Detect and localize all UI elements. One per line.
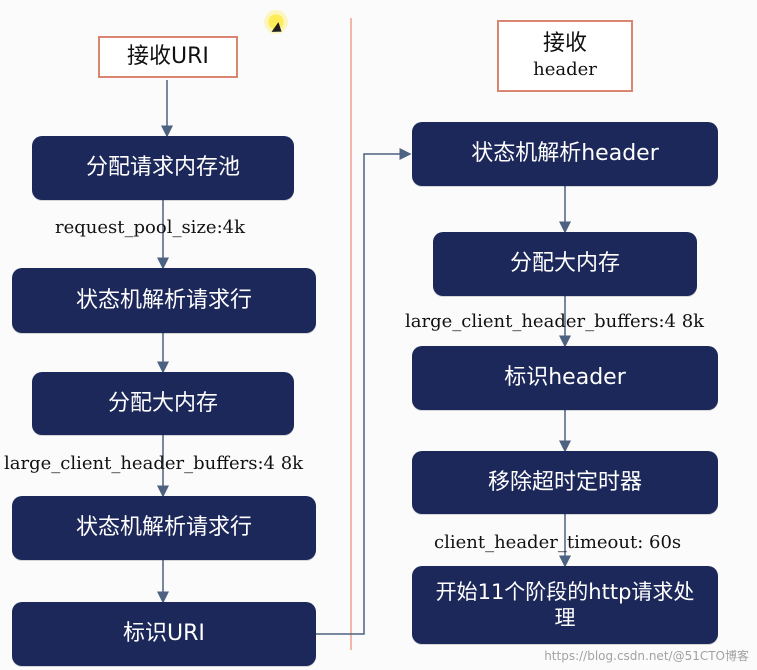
left-step-4-label: 状态机解析请求行 — [75, 515, 252, 541]
right-step-4-label: 移除超时定时器 — [487, 469, 642, 495]
right-header-box: 接收 header — [497, 20, 633, 92]
right-annotation-2: client_header_timeout: 60s — [434, 534, 681, 552]
cross-arrow — [316, 148, 412, 635]
right-step-4: 移除超时定时器 — [412, 451, 718, 514]
watermark: https://blog.csdn.net/@51CTO博客 — [544, 647, 749, 664]
center-divider — [350, 18, 352, 650]
left-header-label: 接收URI — [127, 43, 209, 69]
right-step-1-label: 状态机解析header — [471, 141, 659, 167]
left-step-2-label: 状态机解析请求行 — [75, 287, 252, 313]
right-step-2: 分配大内存 — [433, 232, 697, 296]
right-header-sublabel: header — [533, 59, 597, 81]
right-annotation-1-text: large_client_header_buffers:4 8k — [405, 311, 705, 332]
watermark-text: https://blog.csdn.net/@51CTO博客 — [544, 649, 749, 663]
left-annotation-2-text: large_client_header_buffers:4 8k — [4, 453, 304, 474]
left-step-2: 状态机解析请求行 — [12, 268, 316, 333]
right-annotation-1: large_client_header_buffers:4 8k — [405, 313, 704, 331]
left-step-3-label: 分配大内存 — [107, 390, 218, 416]
left-annotation-1-text: request_pool_size:4k — [55, 217, 246, 238]
right-step-1: 状态机解析header — [412, 122, 718, 186]
right-step-3: 标识header — [412, 346, 718, 410]
left-header-box: 接收URI — [98, 36, 238, 78]
left-step-1-label: 分配请求内存池 — [85, 155, 240, 181]
left-annotation-2: large_client_header_buffers:4 8k — [4, 455, 303, 473]
cursor-highlight — [264, 10, 288, 34]
right-annotation-2-text: client_header_timeout: 60s — [434, 532, 682, 553]
right-header-label: 接收 — [542, 31, 587, 56]
left-step-5: 标识URI — [12, 602, 316, 666]
left-step-5-label: 标识URI — [123, 621, 205, 647]
right-step-5-label: 开始11个阶段的http请求处理 — [435, 579, 695, 630]
right-step-5: 开始11个阶段的http请求处理 — [412, 566, 718, 644]
left-annotation-1: request_pool_size:4k — [55, 219, 245, 237]
left-step-4: 状态机解析请求行 — [12, 496, 316, 560]
left-step-3: 分配大内存 — [32, 372, 294, 435]
right-step-2-label: 分配大内存 — [509, 251, 620, 277]
right-step-3-label: 标识header — [504, 365, 626, 391]
left-step-1: 分配请求内存池 — [32, 136, 294, 200]
